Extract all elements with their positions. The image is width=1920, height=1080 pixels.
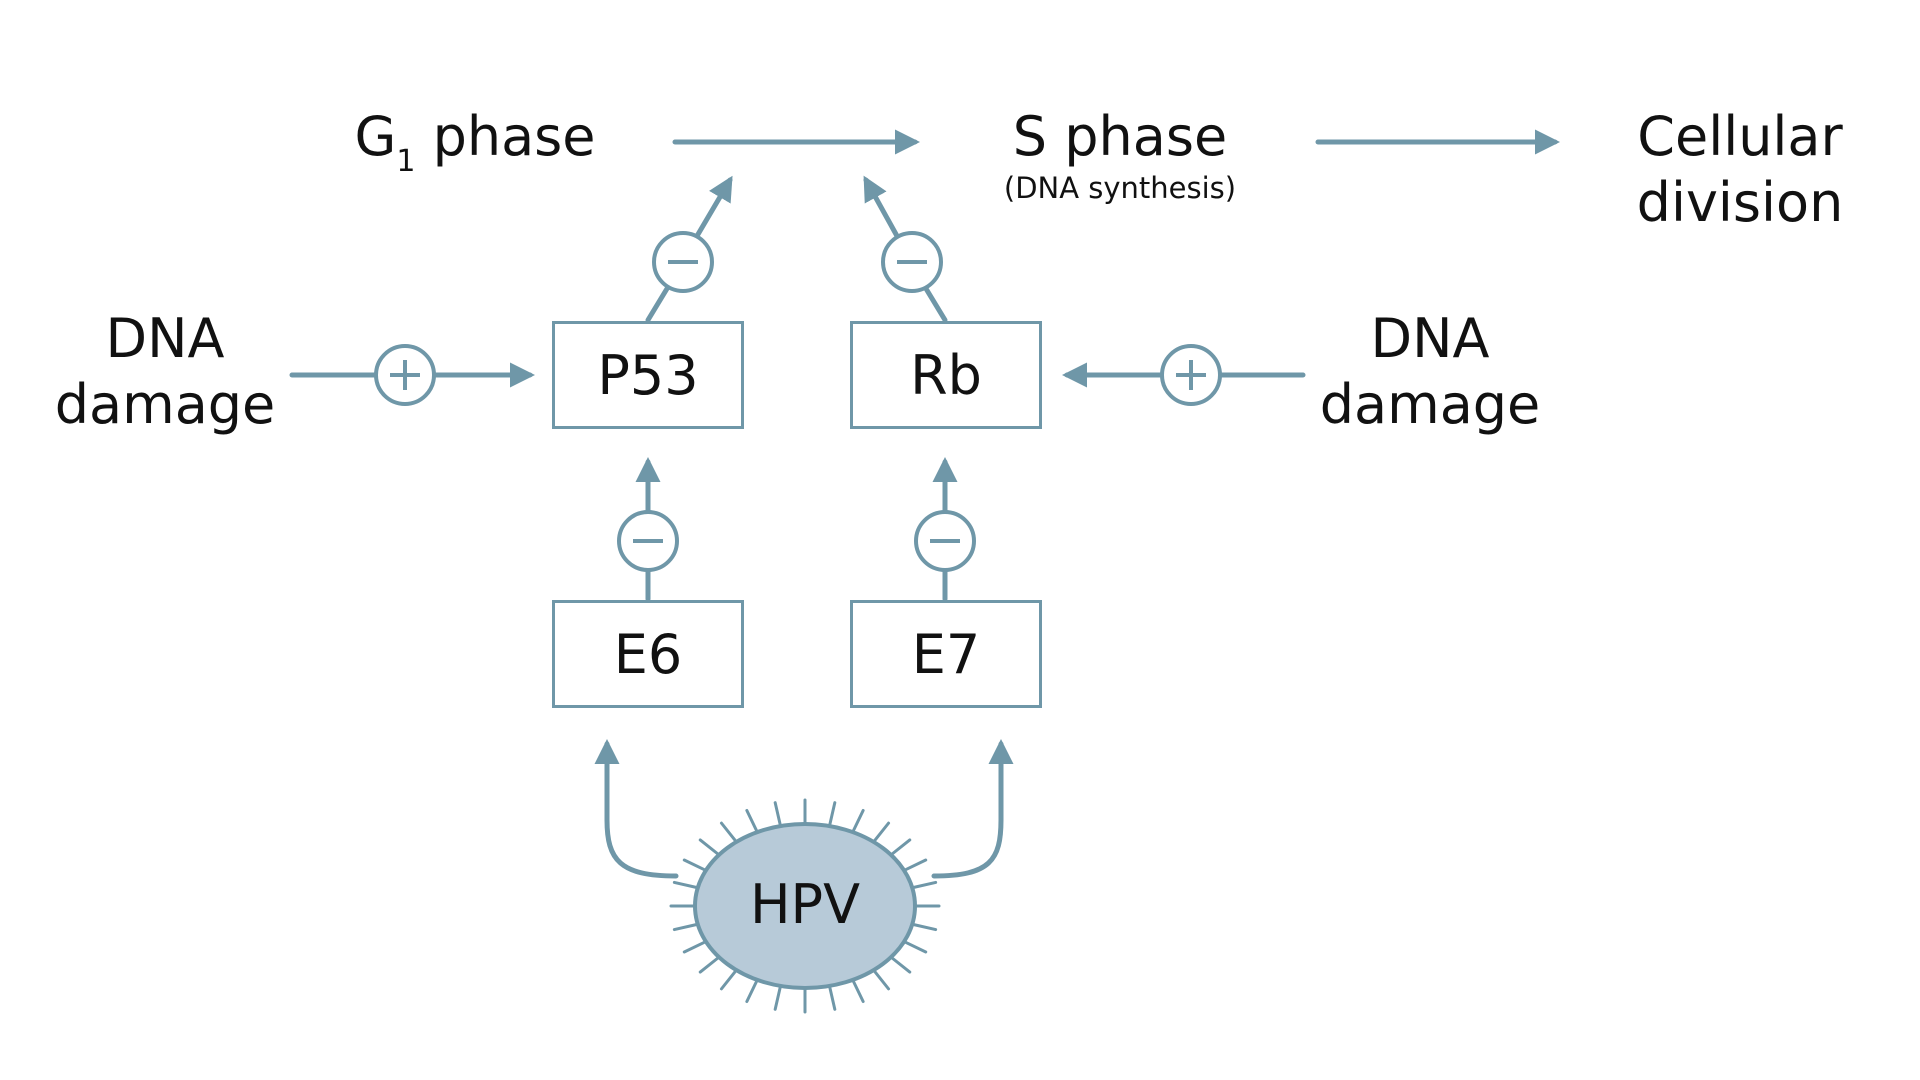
virus-spike [902, 858, 928, 872]
division-label: division [1636, 171, 1844, 234]
virus-spike [872, 821, 891, 844]
virus-spike [672, 880, 700, 890]
s-phase-note: (DNA synthesis) [1003, 171, 1237, 205]
rb-inhibit-arrow [863, 175, 900, 239]
rb-label: Rb [910, 343, 982, 407]
p53-up-line [645, 284, 671, 323]
e6-label: E6 [613, 622, 683, 686]
s-phase-label: S phase [1012, 105, 1228, 168]
plus-sign-icon [374, 344, 436, 406]
minus-sign-icon [617, 510, 679, 572]
plus-sign-icon [1160, 344, 1222, 406]
virus-spike [910, 880, 938, 890]
dna-damage-right-line1: DNA [1370, 307, 1490, 370]
e6-box: E6 [552, 600, 744, 708]
minus-sign-icon [914, 510, 976, 572]
p53-box: P53 [552, 321, 744, 429]
g1-phase-label: G1 phase [354, 105, 596, 179]
p53-label: P53 [597, 343, 699, 407]
virus-spike [851, 978, 865, 1004]
e7-label: E7 [911, 622, 981, 686]
virus-spike [773, 801, 783, 828]
e7-box: E7 [850, 600, 1042, 708]
virus-spike [719, 968, 738, 991]
minus-sign-icon [652, 231, 714, 293]
hpv-to-e7-arrow [931, 739, 1014, 879]
rb-up-line [922, 284, 948, 323]
hpv-virus-icon [669, 798, 941, 1014]
dna-damage-left-line1: DNA [105, 307, 225, 370]
cellular-label: Cellular [1637, 105, 1843, 168]
p53-inhibit-arrow [694, 175, 733, 239]
virus-spike [910, 922, 938, 932]
virus-spike [682, 858, 708, 872]
virus-spike [698, 955, 721, 974]
rb-box: Rb [850, 321, 1042, 429]
hpv-to-e6-arrow [594, 739, 679, 879]
minus-sign-icon [881, 231, 943, 293]
virus-spike [698, 838, 721, 857]
virus-spike [745, 808, 759, 834]
virus-spike [719, 821, 738, 844]
virus-spike [889, 838, 912, 857]
virus-spike [889, 955, 912, 974]
virus-spike [672, 922, 700, 932]
virus-spike [872, 968, 891, 991]
virus-spike [902, 940, 928, 954]
virus-spike [773, 984, 783, 1011]
dna-damage-right-line2: damage [1319, 373, 1541, 436]
virus-spike [827, 801, 837, 828]
virus-spike [745, 978, 759, 1004]
virus-spike [851, 808, 865, 834]
virus-spike [682, 940, 708, 954]
hpv-label: HPV [749, 873, 861, 936]
virus-spike [827, 984, 837, 1011]
dna-damage-left-line2: damage [54, 373, 276, 436]
